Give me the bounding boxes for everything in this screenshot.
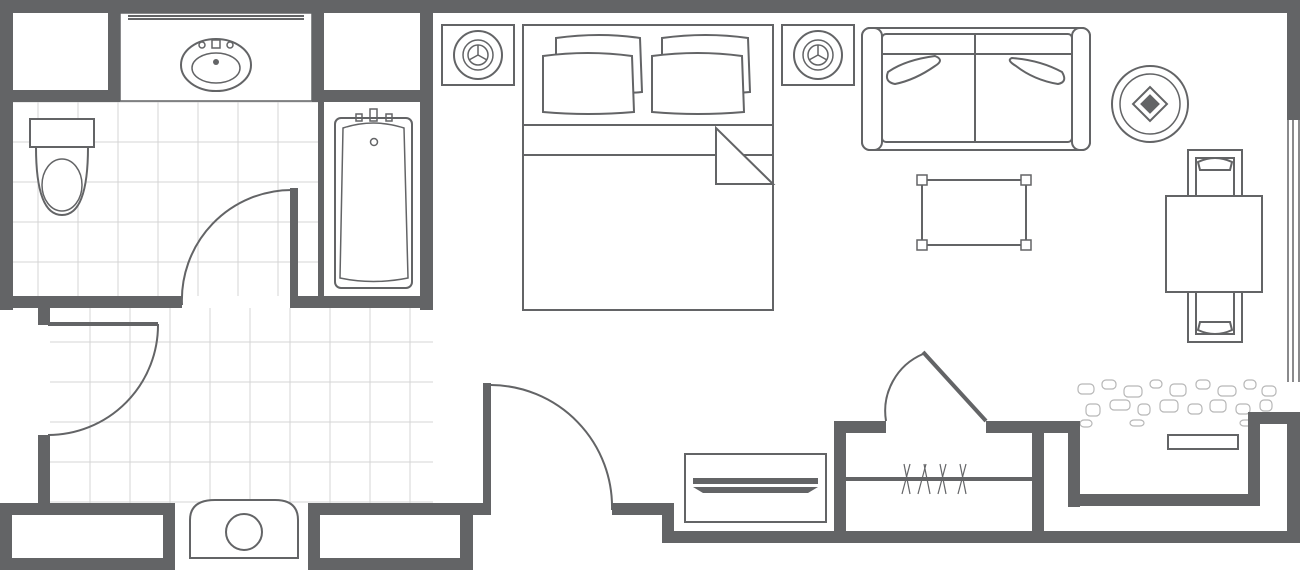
- kitchenette-counter: [1167, 434, 1239, 450]
- dining-chair-bottom: [1187, 289, 1243, 343]
- coffee-table: [916, 174, 1032, 251]
- dining-table: [1165, 195, 1263, 293]
- bathtub: [334, 108, 413, 289]
- entry-vanity-sink: [189, 499, 299, 559]
- window-icon: [1287, 120, 1300, 382]
- bathroom-sink: [119, 12, 313, 102]
- toilet: [29, 118, 95, 217]
- king-bed: [522, 24, 776, 311]
- nightstand-lamp-right: [781, 24, 855, 86]
- dresser: [684, 453, 827, 523]
- nightstand-lamp-left: [441, 24, 515, 86]
- tile-grid: [13, 101, 433, 503]
- dining-chair-top: [1187, 149, 1243, 201]
- closet-rod: [846, 463, 1032, 495]
- side-table-with-lamp: [1111, 65, 1189, 143]
- door-swing-icon: [47, 188, 988, 511]
- sofa: [861, 27, 1091, 151]
